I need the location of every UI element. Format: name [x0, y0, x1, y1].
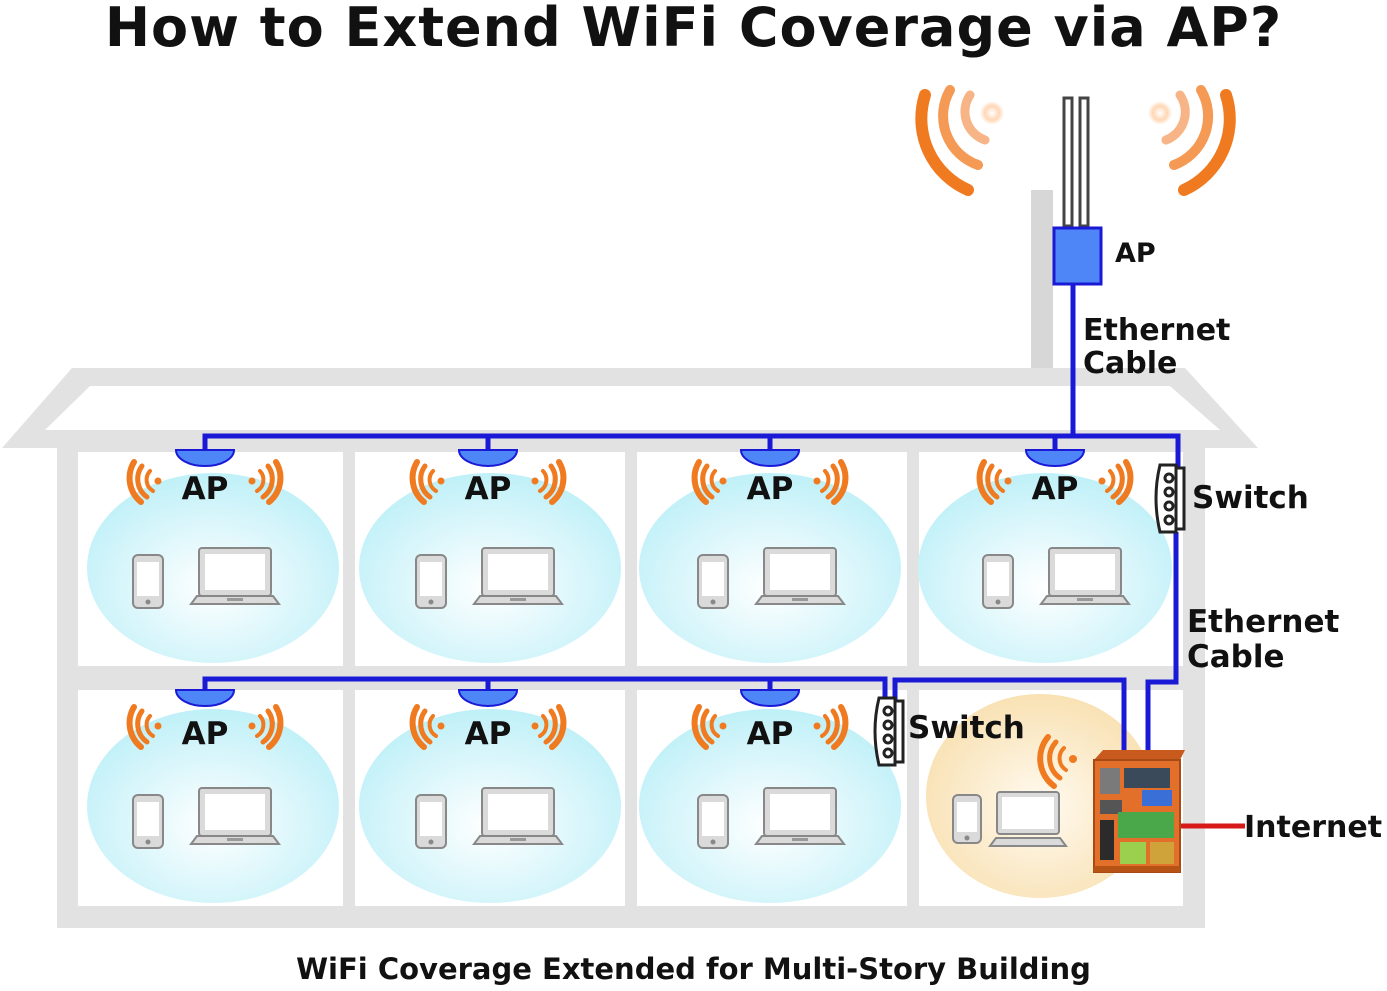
switch-label-bottom: Switch	[908, 710, 1025, 746]
laptop-icon	[754, 547, 846, 605]
switch-label-top: Switch	[1192, 480, 1309, 516]
access-point-icon	[174, 449, 236, 467]
room-ap-label: AP	[182, 716, 229, 752]
antenna	[1078, 96, 1090, 228]
access-point-icon	[457, 689, 519, 707]
wifi-waves-icon	[1037, 734, 1077, 789]
laptop-icon	[472, 787, 564, 845]
room-ap-label: AP	[1032, 471, 1079, 507]
diagram-title: How to Extend WiFi Coverage via AP?	[104, 0, 1283, 59]
outdoor-access-point	[1052, 96, 1103, 286]
phone-icon	[132, 554, 164, 609]
laptop-icon	[754, 787, 846, 845]
room-ap-label: AP	[747, 471, 794, 507]
phone-icon	[697, 794, 729, 849]
ethernet-label-side-line1: Ethernet	[1187, 604, 1339, 640]
room-ap-unit: AP	[976, 449, 1134, 609]
outdoor-ap-label: AP	[1115, 238, 1156, 269]
antenna	[1062, 96, 1074, 228]
wifi-waves-icon	[691, 459, 849, 505]
switch-icon	[1154, 463, 1186, 534]
access-point-icon	[739, 689, 801, 707]
laptop-icon	[189, 547, 281, 605]
rooms-equipment: AP AP AP AP AP AP AP	[126, 449, 1134, 849]
wifi-waves-icon	[691, 704, 849, 750]
room-ap-unit: AP	[691, 689, 849, 849]
access-point-icon	[457, 449, 519, 467]
wifi-waves-icon	[126, 459, 284, 505]
access-point-icon	[1052, 226, 1103, 286]
room-ap-unit: AP	[409, 689, 567, 849]
building-roof	[2, 368, 1258, 448]
ethernet-label-side-line2: Cable	[1187, 639, 1285, 675]
phone-icon	[697, 554, 729, 609]
switch-icon	[873, 696, 905, 767]
ethernet-cabling	[202, 285, 1181, 752]
room-ap-unit: AP	[126, 689, 284, 849]
ethernet-label-top-line2: Cable	[1083, 346, 1177, 381]
room-ap-label: AP	[465, 471, 512, 507]
wifi-waves-icon	[976, 459, 1134, 505]
internet-label: Internet	[1244, 810, 1382, 845]
room-ap-label: AP	[465, 716, 512, 752]
laptop-icon	[189, 787, 281, 845]
room-ap-unit: AP	[409, 449, 567, 609]
access-point-icon	[1024, 449, 1086, 467]
room-ap-unit: AP	[126, 449, 284, 609]
laptop-icon	[472, 547, 564, 605]
wifi-waves-icon	[409, 459, 567, 505]
phone-icon	[415, 794, 447, 849]
access-point-icon	[739, 449, 801, 467]
laptop-icon	[988, 791, 1068, 847]
diagram-caption: WiFi Coverage Extended for Multi-Story B…	[296, 952, 1091, 986]
vending-terminal-icon	[1093, 750, 1185, 873]
laptop-icon	[1039, 547, 1131, 605]
phone-icon	[982, 554, 1014, 609]
phone-icon	[415, 554, 447, 609]
terminal-room-devices	[952, 791, 1068, 847]
wifi-waves-icon	[126, 704, 284, 750]
room-ap-label: AP	[747, 716, 794, 752]
antenna-mast	[1031, 190, 1053, 368]
ethernet-label-top-line1: Ethernet	[1083, 313, 1230, 348]
phone-icon	[952, 794, 982, 844]
wifi-waves-icon	[915, 85, 1236, 196]
wifi-waves-icon	[409, 704, 567, 750]
room-ap-label: AP	[182, 471, 229, 507]
access-point-icon	[174, 689, 236, 707]
phone-icon	[132, 794, 164, 849]
coverage-zone	[918, 473, 1172, 663]
room-ap-unit: AP	[691, 449, 849, 609]
